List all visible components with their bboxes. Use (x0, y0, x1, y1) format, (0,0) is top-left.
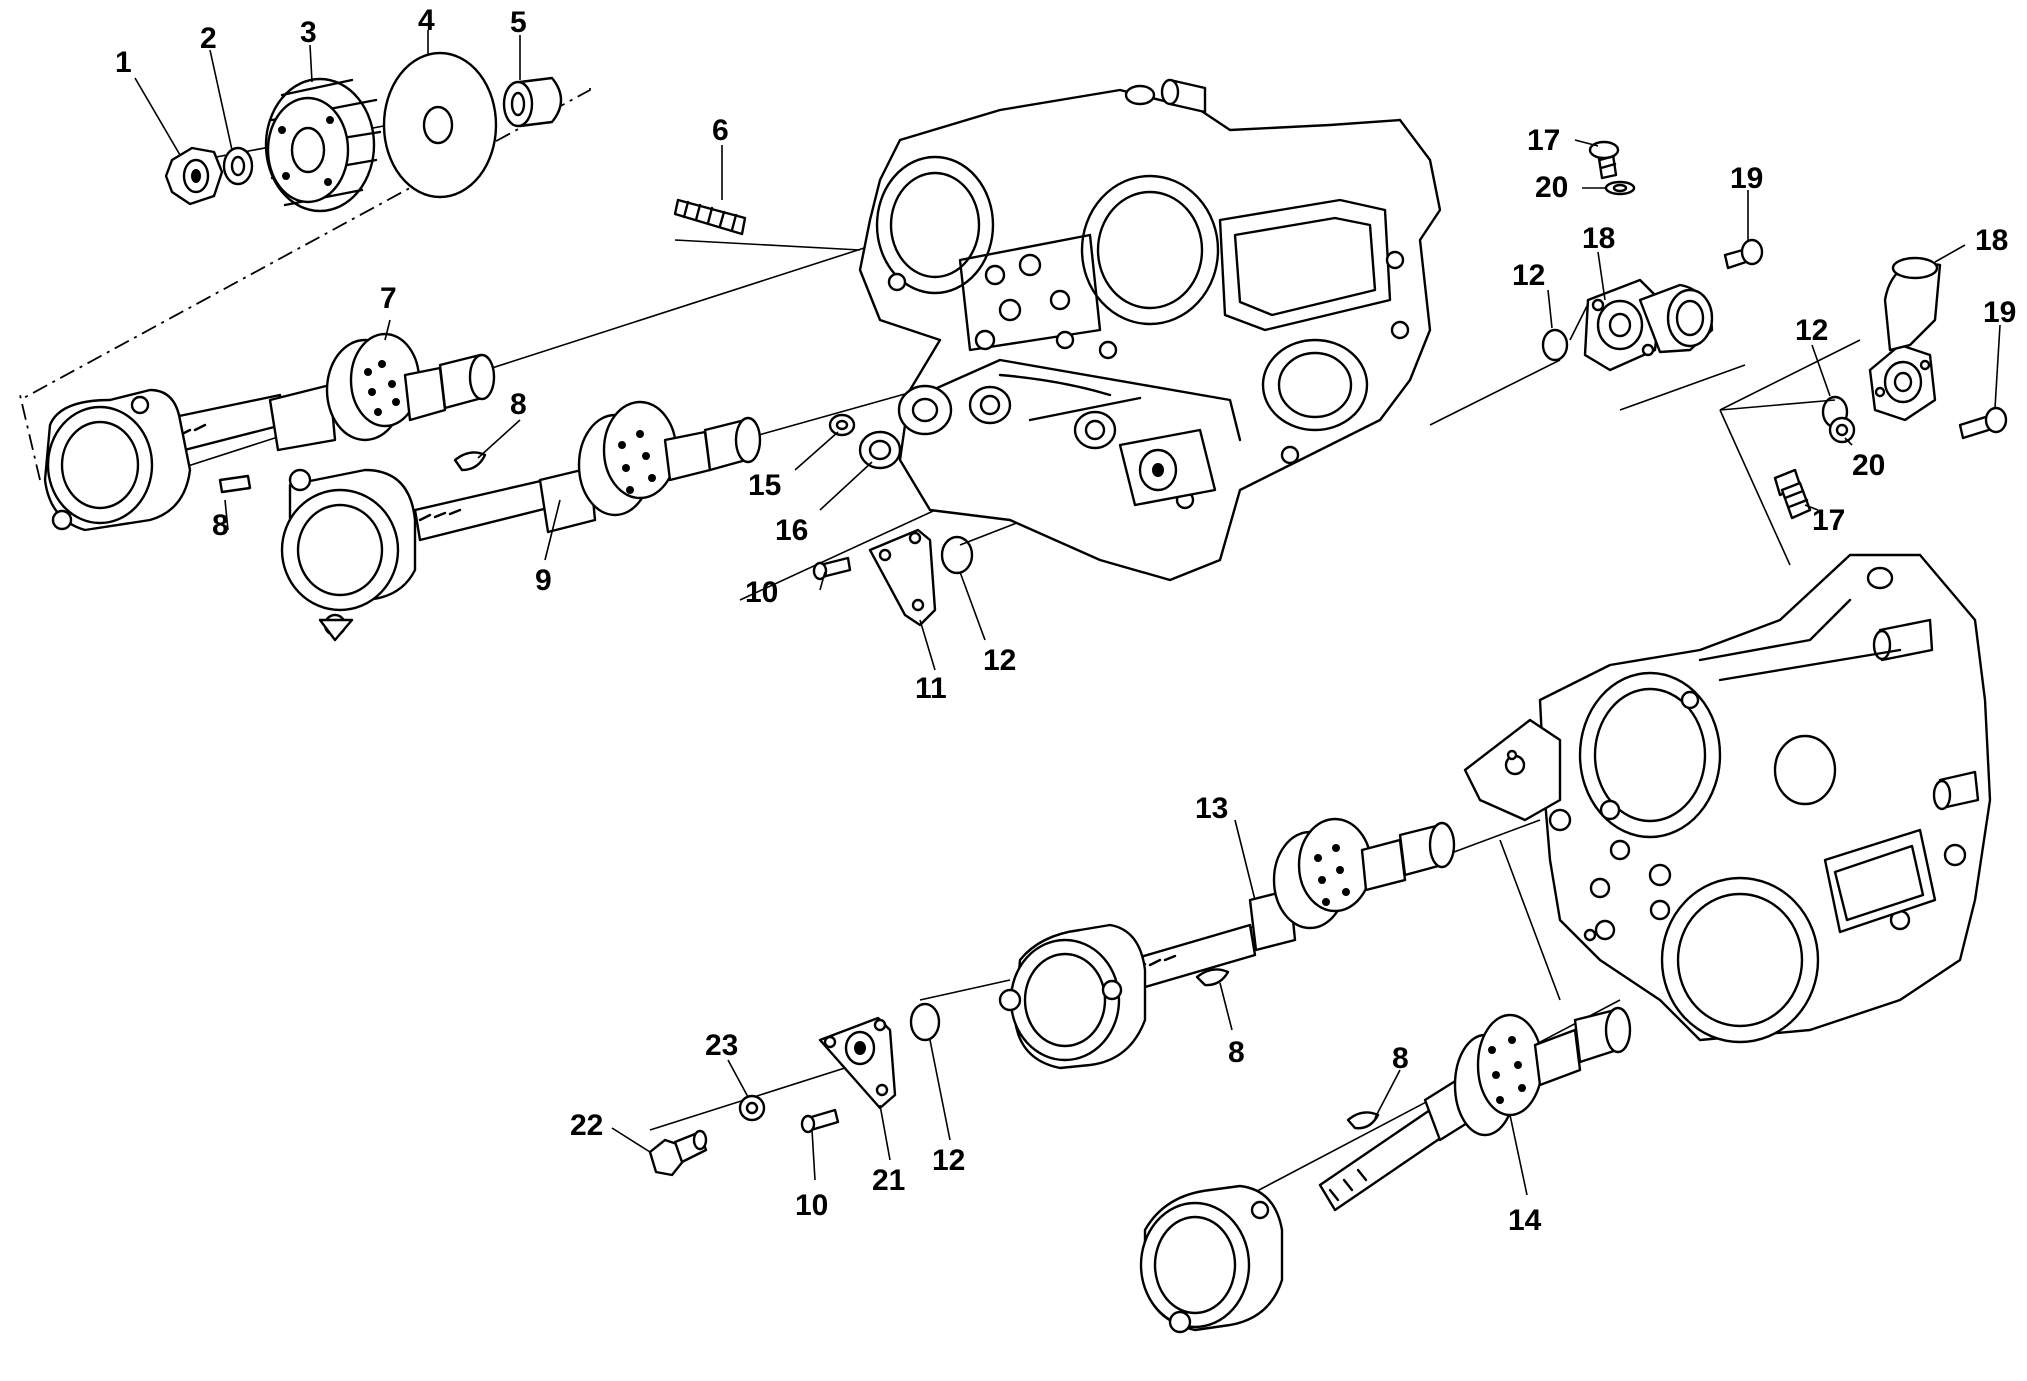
spacer-part-5 (502, 76, 563, 128)
timing-disc-part-4 (382, 51, 498, 199)
sprocket-part-3 (264, 77, 382, 213)
bearing-cap-left-upper (43, 388, 192, 532)
bolt-part-17-b (1773, 468, 1812, 520)
bearing-cap-lower-middle (998, 923, 1147, 1070)
callout-16: 16 (775, 514, 808, 547)
bearing-cap-bottom (1139, 1184, 1284, 1334)
callout-12-a: 12 (983, 644, 1016, 677)
camshaft-part-13 (1128, 817, 1456, 992)
key-part-8-c (1195, 968, 1230, 987)
cover-plate-part-21 (818, 1016, 897, 1110)
o-ring-part-12-a (940, 535, 974, 575)
stud-part-6 (673, 198, 747, 236)
callout-7: 7 (380, 282, 397, 315)
callout-17-b: 17 (1812, 504, 1845, 537)
screw-part-19-a (1723, 238, 1764, 270)
callout-1: 1 (115, 46, 132, 79)
key-part-8-a (453, 451, 487, 472)
callout-11: 11 (915, 672, 947, 705)
callout-labels: 1 2 3 4 5 6 7 8 8 9 10 11 12 12 15 16 17… (115, 4, 2016, 1237)
callout-17-a: 17 (1527, 124, 1560, 157)
bolt-part-17-a (1588, 140, 1620, 180)
callout-14: 14 (1508, 1204, 1542, 1237)
o-ring-part-12-b (1541, 328, 1569, 362)
callout-8-a: 8 (510, 388, 527, 421)
callout-2: 2 (200, 22, 217, 55)
callout-8-d: 8 (1392, 1042, 1409, 1075)
callout-8-c: 8 (1228, 1036, 1245, 1069)
cover-plate-part-11 (868, 528, 937, 627)
washer-part-20-b (1828, 416, 1856, 444)
screw-part-10-a (812, 556, 852, 581)
callout-12-b: 12 (1512, 259, 1545, 292)
callout-5: 5 (510, 6, 527, 39)
callout-19-b: 19 (1983, 296, 2016, 329)
callout-20-b: 20 (1852, 449, 1885, 482)
camshaft-part-7 (158, 332, 496, 457)
callout-22: 22 (570, 1109, 603, 1142)
callout-18-b: 18 (1975, 224, 2008, 257)
ring-part-15 (828, 413, 856, 437)
seal-part-16 (858, 430, 902, 470)
callout-9: 9 (535, 564, 552, 597)
water-outlet-part-18-b (1868, 256, 1942, 422)
callout-19-a: 19 (1730, 162, 1763, 195)
callout-23: 23 (705, 1029, 738, 1062)
callout-3: 3 (300, 16, 317, 49)
camshaft-part-14 (1318, 1006, 1632, 1212)
screw-part-10-b (800, 1108, 840, 1134)
washer-part-2 (222, 146, 254, 186)
callout-4: 4 (418, 4, 435, 37)
camshaft-part-9 (413, 400, 762, 542)
callout-21: 21 (872, 1164, 905, 1197)
bearing-cap-left-lower (280, 468, 417, 642)
washer-part-20-a (1604, 180, 1636, 196)
washer-part-23 (738, 1094, 766, 1122)
callout-15: 15 (748, 469, 781, 502)
o-ring-part-12-d (909, 1002, 941, 1042)
callout-12-d: 12 (932, 1144, 965, 1177)
callout-8-b: 8 (212, 509, 229, 542)
callout-18-a: 18 (1582, 222, 1615, 255)
callout-6: 6 (712, 114, 729, 147)
callout-12-c: 12 (1795, 314, 1828, 347)
callout-10-a: 10 (745, 576, 778, 609)
key-part-8-d (1346, 1111, 1380, 1130)
lower-cam-housing (1463, 553, 1992, 1044)
water-outlet-part-18-a (1583, 278, 1714, 372)
screw-part-19-b (1958, 406, 2008, 440)
leader-lines (134, 30, 2001, 1196)
upper-cam-housing (858, 78, 1442, 582)
key-part-8-b (218, 474, 252, 494)
callout-20-a: 20 (1535, 171, 1568, 204)
callout-13: 13 (1195, 792, 1228, 825)
callout-10-b: 10 (795, 1189, 828, 1222)
sensor-part-22 (648, 1129, 708, 1177)
nut-part-1 (164, 146, 224, 206)
